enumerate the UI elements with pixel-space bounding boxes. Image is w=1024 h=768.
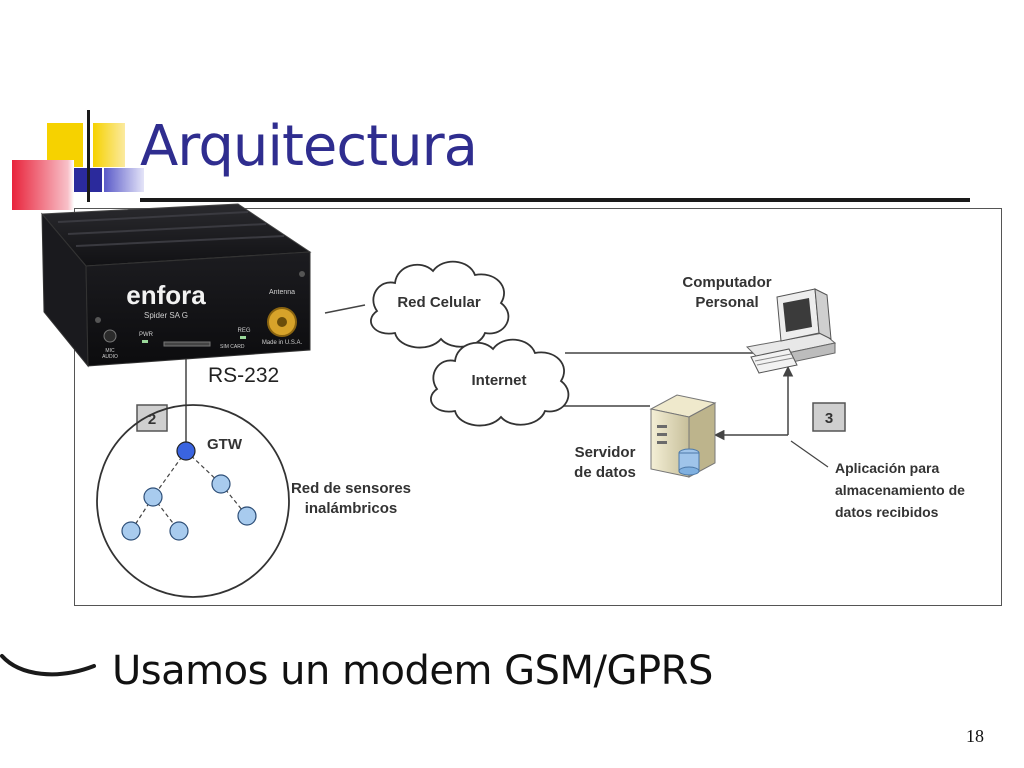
pc-label-line2: Personal — [695, 294, 758, 311]
personal-computer-icon — [745, 288, 837, 374]
pwr-led — [142, 340, 148, 343]
modem-model: Spider SA G — [144, 311, 188, 320]
sensor-node — [237, 506, 257, 526]
cellular-network-label: Red Celular — [397, 294, 481, 311]
sensor-node — [143, 487, 163, 507]
enfora-modem-image: enfora Spider SA G Antenna Made in U.S.A… — [40, 203, 312, 368]
internet-label: Internet — [471, 372, 526, 389]
sensor-node — [121, 521, 141, 541]
sim-label: SIM CARD — [220, 344, 245, 350]
decor-red-gradient — [12, 160, 74, 210]
rs232-label: RS-232 — [208, 364, 280, 387]
reg-label: REG — [237, 328, 250, 334]
mic-label: MIC — [105, 348, 115, 354]
title-underline — [140, 198, 970, 202]
svg-text:3: 3 — [825, 410, 833, 427]
bullet-swoosh-icon — [0, 654, 96, 677]
made-in-label: Made in U.S.A. — [262, 340, 303, 346]
step-3-badge: 3 — [812, 402, 846, 432]
app-label-line1: Aplicación para — [835, 460, 939, 476]
slide-title: Arquitectura — [140, 114, 478, 179]
data-server-icon — [649, 394, 717, 478]
sensor-node — [211, 474, 231, 494]
cellular-antenna-link — [324, 304, 366, 314]
decor-vertical-line — [87, 110, 90, 202]
wsn-label-line1: Red de sensores — [291, 480, 411, 497]
server-label-line2: de datos — [574, 464, 636, 481]
bullet-text: Usamos un modem GSM/GPRS — [112, 648, 713, 694]
audio-label: AUDIO — [102, 354, 118, 360]
decor-yellow-square — [47, 123, 83, 167]
gateway-label: GTW — [207, 436, 243, 453]
app-label-line3: datos recibidos — [835, 504, 939, 520]
pc-label-line1: Computador — [682, 274, 771, 291]
server-label-line1: Servidor — [575, 444, 636, 461]
app-label-pointer — [790, 440, 829, 468]
slide-number: 18 — [966, 726, 984, 746]
step-2-badge: 2 — [136, 404, 168, 432]
antenna-label: Antenna — [269, 289, 295, 296]
architecture-diagram: Red Celular Internet Computador Personal — [74, 208, 1002, 606]
sensor-node — [169, 521, 189, 541]
gateway-node — [176, 441, 196, 461]
reg-led — [240, 336, 246, 339]
modem-brand: enfora — [126, 280, 206, 310]
cellular-network-cloud: Red Celular — [370, 260, 510, 349]
decor-blue-gradient — [104, 168, 144, 192]
svg-text:2: 2 — [148, 411, 156, 428]
sensor-network-boundary — [96, 404, 290, 598]
sim-card-slot — [163, 341, 211, 347]
diagram-canvas: Red Celular Internet Computador Personal — [96, 260, 965, 598]
app-label-line2: almacenamiento de — [835, 482, 965, 498]
wsn-label-line2: inalámbricos — [305, 500, 398, 517]
pwr-label: PWR — [139, 332, 154, 338]
decor-yellow-square-right — [93, 123, 125, 167]
mic-audio-jack — [103, 329, 117, 343]
internet-cloud: Internet — [430, 338, 570, 427]
